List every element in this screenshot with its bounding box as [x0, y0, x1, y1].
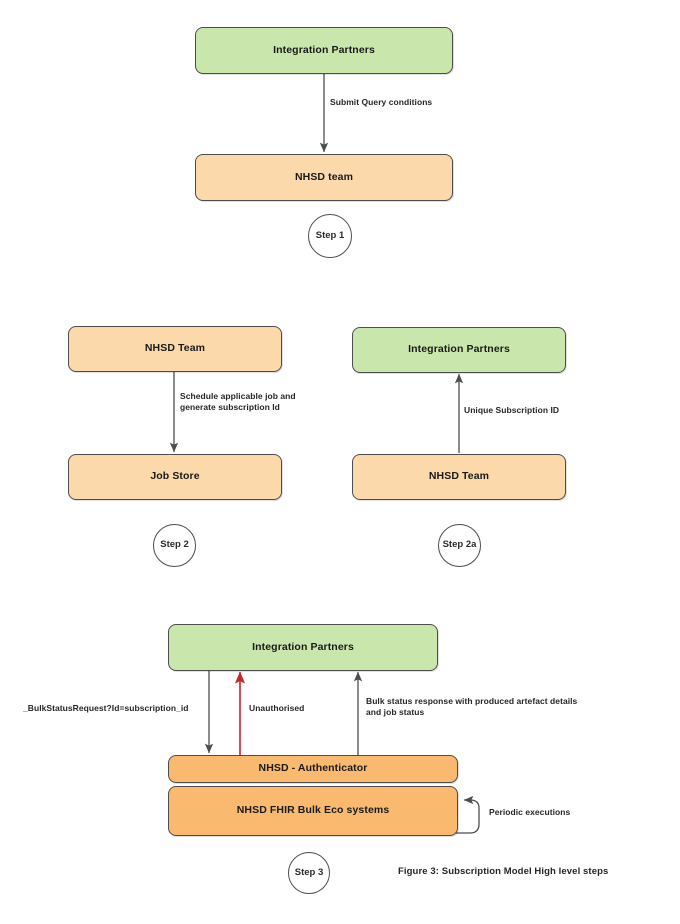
node-s2-job-store[interactable]: Job Store — [68, 454, 282, 500]
step-badge-1: Step 1 — [308, 214, 352, 258]
node-s3-integration-partners[interactable]: Integration Partners — [168, 624, 438, 671]
step-badge-label: Step 2 — [160, 539, 189, 551]
node-label: Job Store — [150, 470, 200, 483]
node-s2a-nhsd-team[interactable]: NHSD Team — [352, 454, 566, 500]
edge-label-s1-submit-query: Submit Query conditions — [330, 97, 433, 107]
node-s1-nhsd-team[interactable]: NHSD team — [195, 154, 453, 201]
edge-label-s3-unauthorised: Unauthorised — [249, 703, 305, 713]
node-s1-integration-partners[interactable]: Integration Partners — [195, 27, 453, 74]
edge-label-s2a-unique-subscription-id: Unique Subscription ID — [464, 405, 560, 415]
step-badge-label: Step 3 — [294, 866, 324, 878]
node-label: NHSD - Authenticator — [258, 762, 368, 775]
node-label: NHSD Team — [144, 342, 206, 355]
node-label: Integration Partners — [408, 343, 510, 356]
node-s2a-integration-partners[interactable]: Integration Partners — [352, 327, 566, 373]
figure-caption: Figure 3: Subscription Model High level … — [398, 866, 609, 877]
node-label: NHSD team — [294, 170, 354, 183]
node-label: Integration Partners — [252, 640, 354, 653]
step-badge-2a: Step 2a — [438, 524, 481, 567]
edge-label-s3-bulk-status-request: _BulkStatusRequest?Id=subscription_id — [23, 703, 189, 713]
step-badge-label: Step 2a — [442, 539, 477, 551]
node-label: Integration Partners — [273, 43, 375, 56]
node-s3-nhsd-fhir-bulk[interactable]: NHSD FHIR Bulk Eco systems — [168, 786, 458, 836]
node-s2-nhsd-team[interactable]: NHSD Team — [68, 326, 282, 372]
step-badge-2: Step 2 — [153, 524, 196, 567]
step-badge-3: Step 3 — [288, 852, 330, 894]
edge-label-s3-bulk-status-response: Bulk status response with produced artef… — [366, 696, 578, 718]
step-badge-label: Step 1 — [315, 229, 345, 241]
node-label: NHSD FHIR Bulk Eco systems — [236, 804, 390, 817]
edge-label-s3-periodic-executions: Periodic executions — [489, 807, 571, 817]
node-s3-nhsd-authenticator[interactable]: NHSD - Authenticator — [168, 755, 458, 783]
node-label: NHSD Team — [428, 470, 490, 483]
edge-label-s2-schedule-job: Schedule applicable job and generate sub… — [180, 391, 296, 413]
